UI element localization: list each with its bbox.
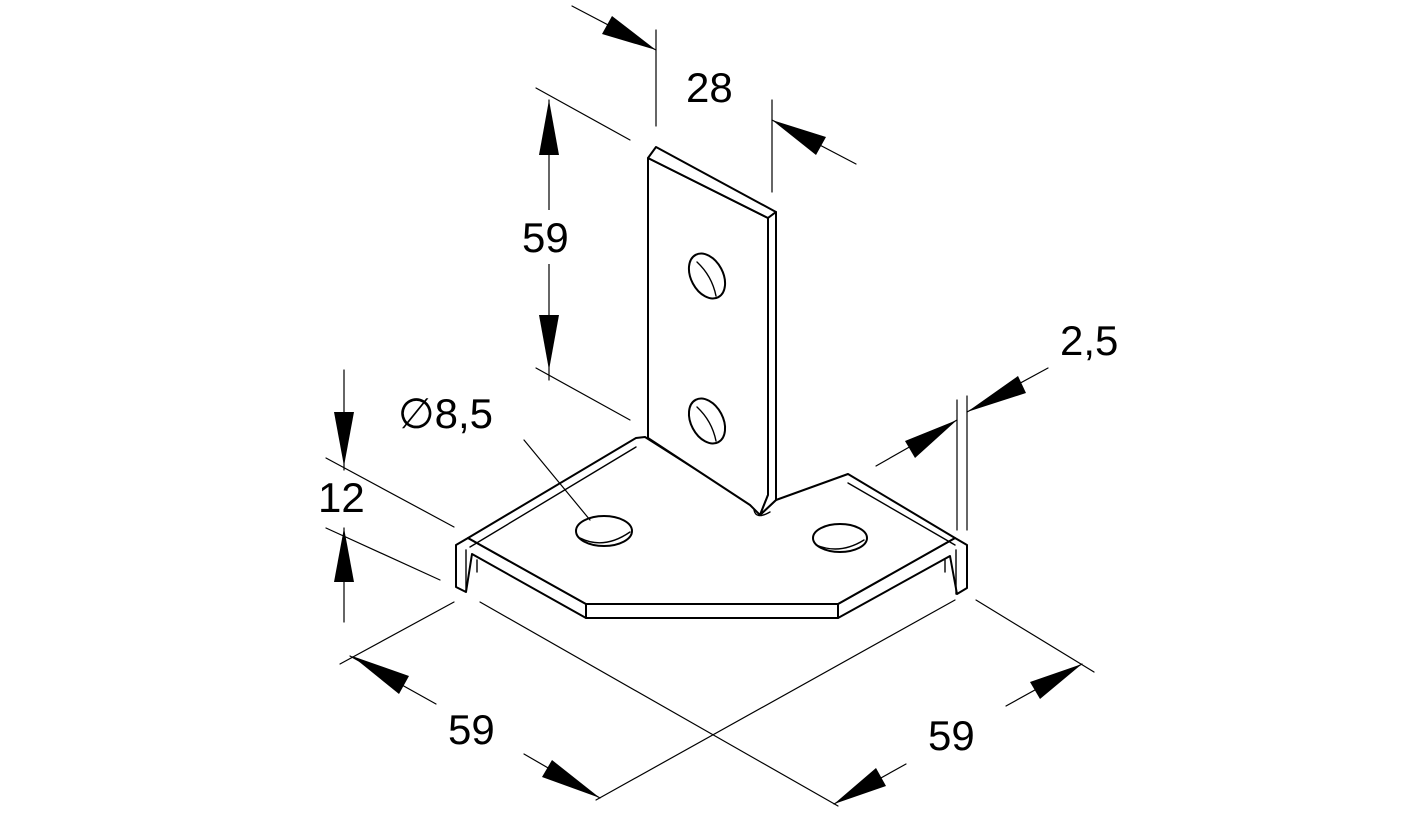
right-flange: [837, 537, 968, 619]
dim-upright-width: 28: [571, 5, 857, 193]
dim-hole-diameter: ∅8,5: [398, 390, 591, 521]
dim-base-left: 59: [339, 599, 956, 807]
dim-label-28: 28: [686, 64, 733, 111]
dim-base-right: 59: [833, 599, 1095, 805]
dim-label-12: 12: [318, 474, 365, 521]
arrowhead: [352, 656, 409, 694]
dim-label-59-right: 59: [928, 712, 975, 759]
arrowhead: [539, 315, 559, 370]
arrowhead: [834, 768, 886, 804]
upright-side-edge: [759, 211, 777, 516]
dim-label-59-vertical: 59: [522, 214, 569, 261]
upright-hole-bottom: [687, 397, 727, 445]
arrowhead: [539, 100, 559, 155]
arrowhead: [772, 120, 826, 155]
arrowhead: [334, 528, 354, 582]
dim-upright-height: 59: [520, 87, 631, 421]
arrowhead: [967, 376, 1026, 412]
arrowhead: [334, 412, 354, 466]
base-front-edge: [585, 603, 839, 619]
base-hole-left: [575, 515, 633, 547]
dim-label-59-left: 59: [448, 706, 495, 753]
arrowhead: [905, 420, 957, 458]
base-hole-right: [812, 523, 868, 553]
dim-thickness: 2,5: [875, 317, 1118, 531]
upright-plate: [647, 146, 777, 517]
dim-flange-height: 12: [318, 369, 455, 623]
dim-label-2-5: 2,5: [1060, 317, 1118, 364]
dim-label-hole: ∅8,5: [398, 390, 493, 437]
arrowhead: [542, 760, 600, 798]
arrowhead: [1030, 664, 1082, 699]
arrowhead: [602, 16, 656, 50]
upright-hole-top: [687, 252, 727, 300]
base-plate: [455, 436, 968, 619]
